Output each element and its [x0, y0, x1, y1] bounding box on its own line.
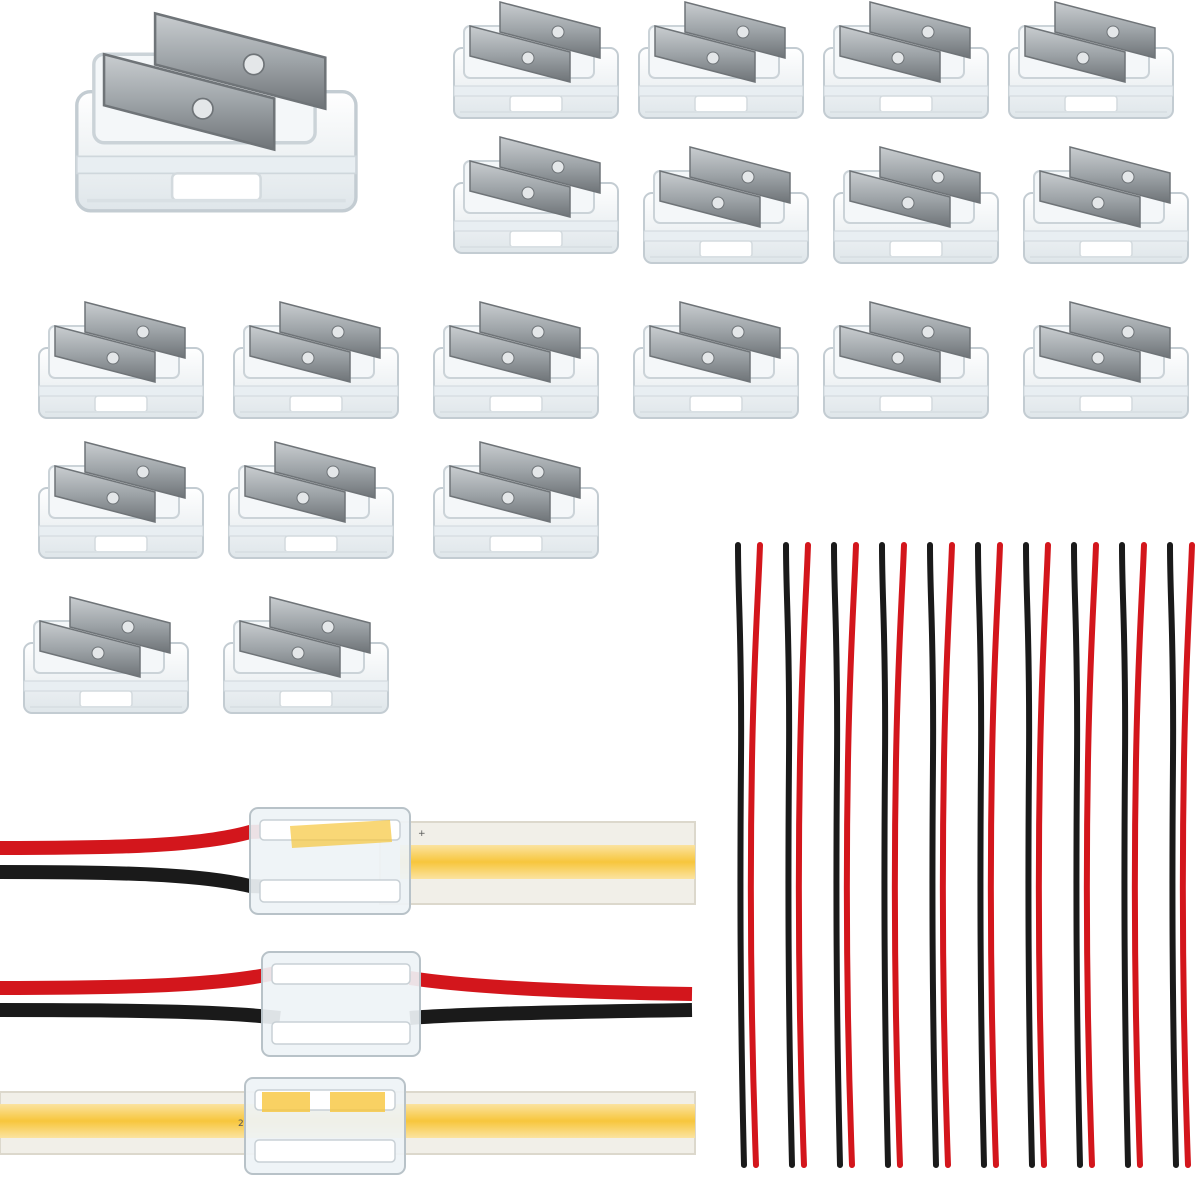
- strip-to-strip-demo: 2: [0, 1077, 696, 1175]
- connector-closeup: [75, 11, 358, 213]
- black-wire: [735, 542, 747, 1168]
- strip-mark: 2: [238, 1119, 244, 1129]
- black-wire: [975, 542, 987, 1168]
- connector-bottom-clip: [271, 1021, 411, 1045]
- connector-grid: [23, 1, 1189, 714]
- connector-item: [433, 301, 599, 419]
- red-wire: [891, 542, 907, 1168]
- connector-item: [638, 1, 804, 119]
- wire-to-wire-demo: [0, 951, 693, 1057]
- black-wire: [1167, 542, 1179, 1168]
- connector-item: [233, 301, 399, 419]
- connector-item: [833, 146, 999, 264]
- red-wire: [1083, 542, 1099, 1168]
- connector-item: [1023, 146, 1189, 264]
- red-wire: [1131, 542, 1147, 1168]
- red-wire: [747, 542, 763, 1168]
- wire-to-strip-demo: +: [0, 807, 696, 915]
- red-wire: [843, 542, 859, 1168]
- red-wire: [987, 542, 1003, 1168]
- jumper-wire-bundle: [735, 542, 1195, 1168]
- connector-item: [633, 301, 799, 419]
- black-wire: [1119, 542, 1131, 1168]
- black-wire: [1071, 542, 1083, 1168]
- connector-bottom-clip: [254, 1139, 396, 1163]
- red-wire: [795, 542, 811, 1168]
- black-lead: [0, 865, 301, 895]
- connector-item: [643, 146, 809, 264]
- black-wire: [879, 542, 891, 1168]
- red-lead: [0, 823, 301, 855]
- contact-pin: [330, 1092, 385, 1112]
- connector-item: [228, 441, 394, 559]
- connector-item: [38, 301, 204, 419]
- black-wire: [831, 542, 843, 1168]
- connector-bottom-clip: [259, 879, 401, 903]
- connector-item: [433, 441, 599, 559]
- black-wire: [783, 542, 795, 1168]
- black-lead-left: [0, 1003, 281, 1025]
- polarity-mark: +: [418, 829, 426, 839]
- connector-item: [823, 1, 989, 119]
- contact-pin: [290, 820, 392, 848]
- connector-item: [453, 136, 619, 254]
- black-lead-right: [409, 1003, 693, 1025]
- red-wire: [939, 542, 955, 1168]
- red-lead-right: [408, 971, 693, 1001]
- connector-item: [223, 596, 389, 714]
- cob-light-band: [400, 845, 695, 879]
- connector-item: [1008, 1, 1174, 119]
- strip-connection-demos: +2: [0, 807, 696, 1175]
- connector-item: [453, 1, 619, 119]
- red-wire: [1179, 542, 1195, 1168]
- black-wire: [1023, 542, 1035, 1168]
- connector-top-clip: [271, 963, 411, 985]
- connector-item: [38, 441, 204, 559]
- red-wire: [1035, 542, 1051, 1168]
- connector-item: [823, 301, 989, 419]
- red-lead-left: [0, 965, 282, 995]
- connector-item: [1023, 301, 1189, 419]
- contact-pin: [262, 1092, 310, 1112]
- black-wire: [927, 542, 939, 1168]
- connector-item: [23, 596, 189, 714]
